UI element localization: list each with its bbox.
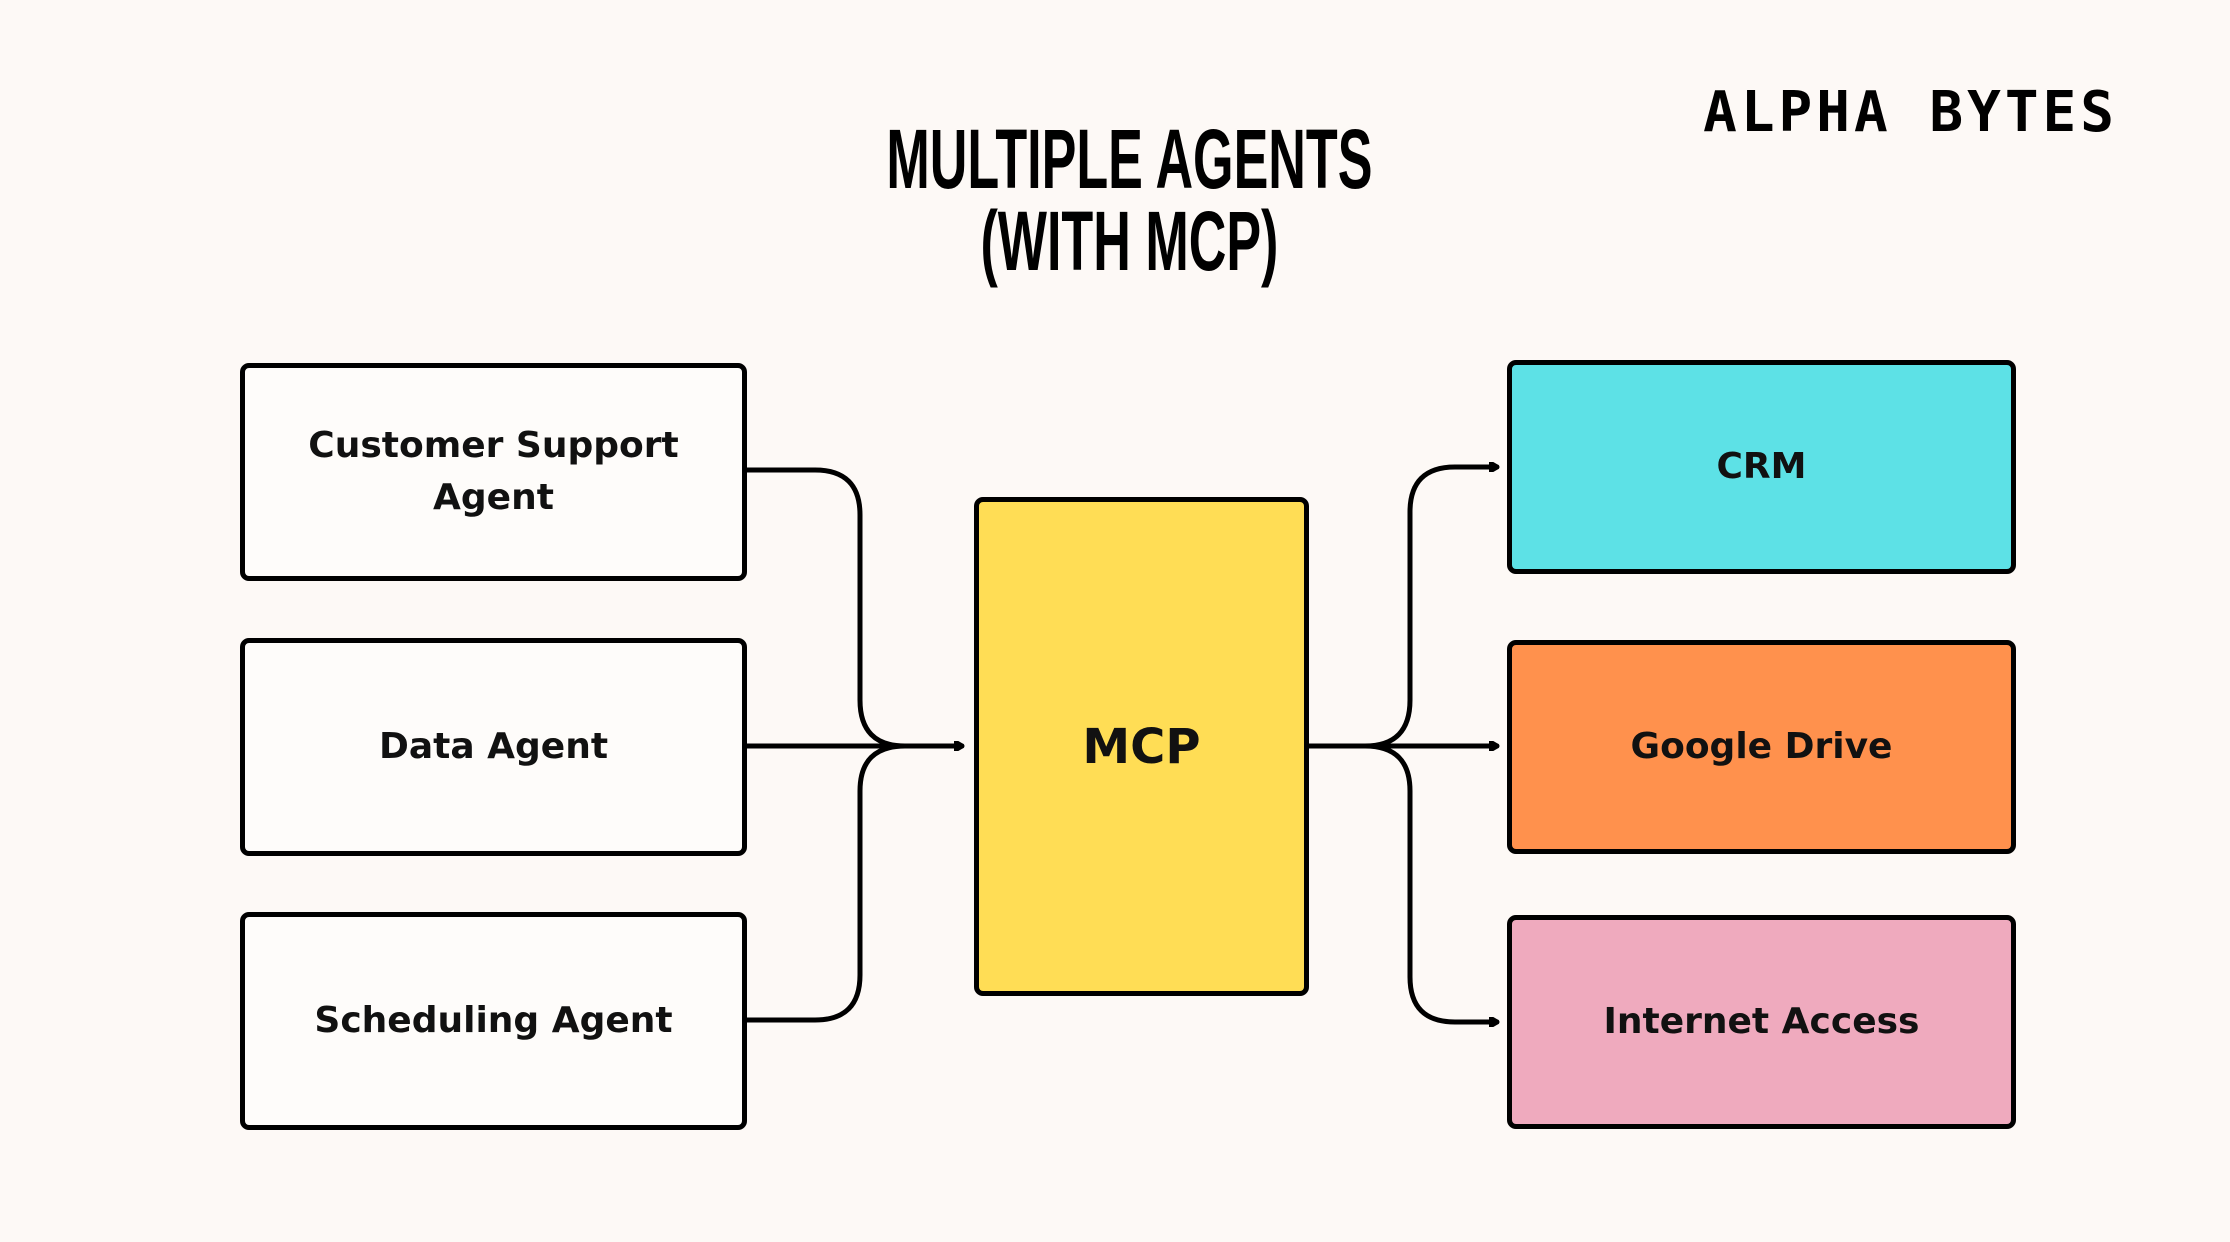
customer-support-agent-label: Customer Support Agent: [308, 425, 679, 518]
brand-logo: ALPHA BYTES: [1703, 80, 2118, 145]
diagram-title: MULTIPLE AGENTS (WITH MCP): [438, 112, 1821, 288]
connector-mcp-to-crm: [1362, 467, 1500, 749]
scheduling-agent-box: Scheduling Agent: [240, 912, 747, 1130]
connector-mcp-to-internet-access: [1362, 743, 1500, 1022]
mcp-hub-box: MCP: [974, 497, 1309, 996]
mcp-hub-label: MCP: [1082, 718, 1201, 775]
title-line-1: MULTIPLE AGENTS: [886, 112, 1373, 206]
internet-access-label: Internet Access: [1603, 1001, 1920, 1042]
google-drive-label: Google Drive: [1630, 726, 1893, 767]
internet-access-box: Internet Access: [1507, 915, 2016, 1129]
connector-customer-support-to-mcp: [744, 467, 908, 749]
google-drive-box: Google Drive: [1507, 640, 2016, 854]
scheduling-agent-label: Scheduling Agent: [314, 1000, 673, 1041]
title-line-2: (WITH MCP): [980, 194, 1279, 288]
customer-support-agent-box: Customer Support Agent: [240, 363, 747, 581]
crm-label: CRM: [1716, 446, 1807, 487]
data-agent-label: Data Agent: [378, 726, 609, 767]
connector-scheduling-to-mcp: [744, 743, 908, 1023]
crm-box: CRM: [1507, 360, 2016, 574]
data-agent-box: Data Agent: [240, 638, 747, 856]
